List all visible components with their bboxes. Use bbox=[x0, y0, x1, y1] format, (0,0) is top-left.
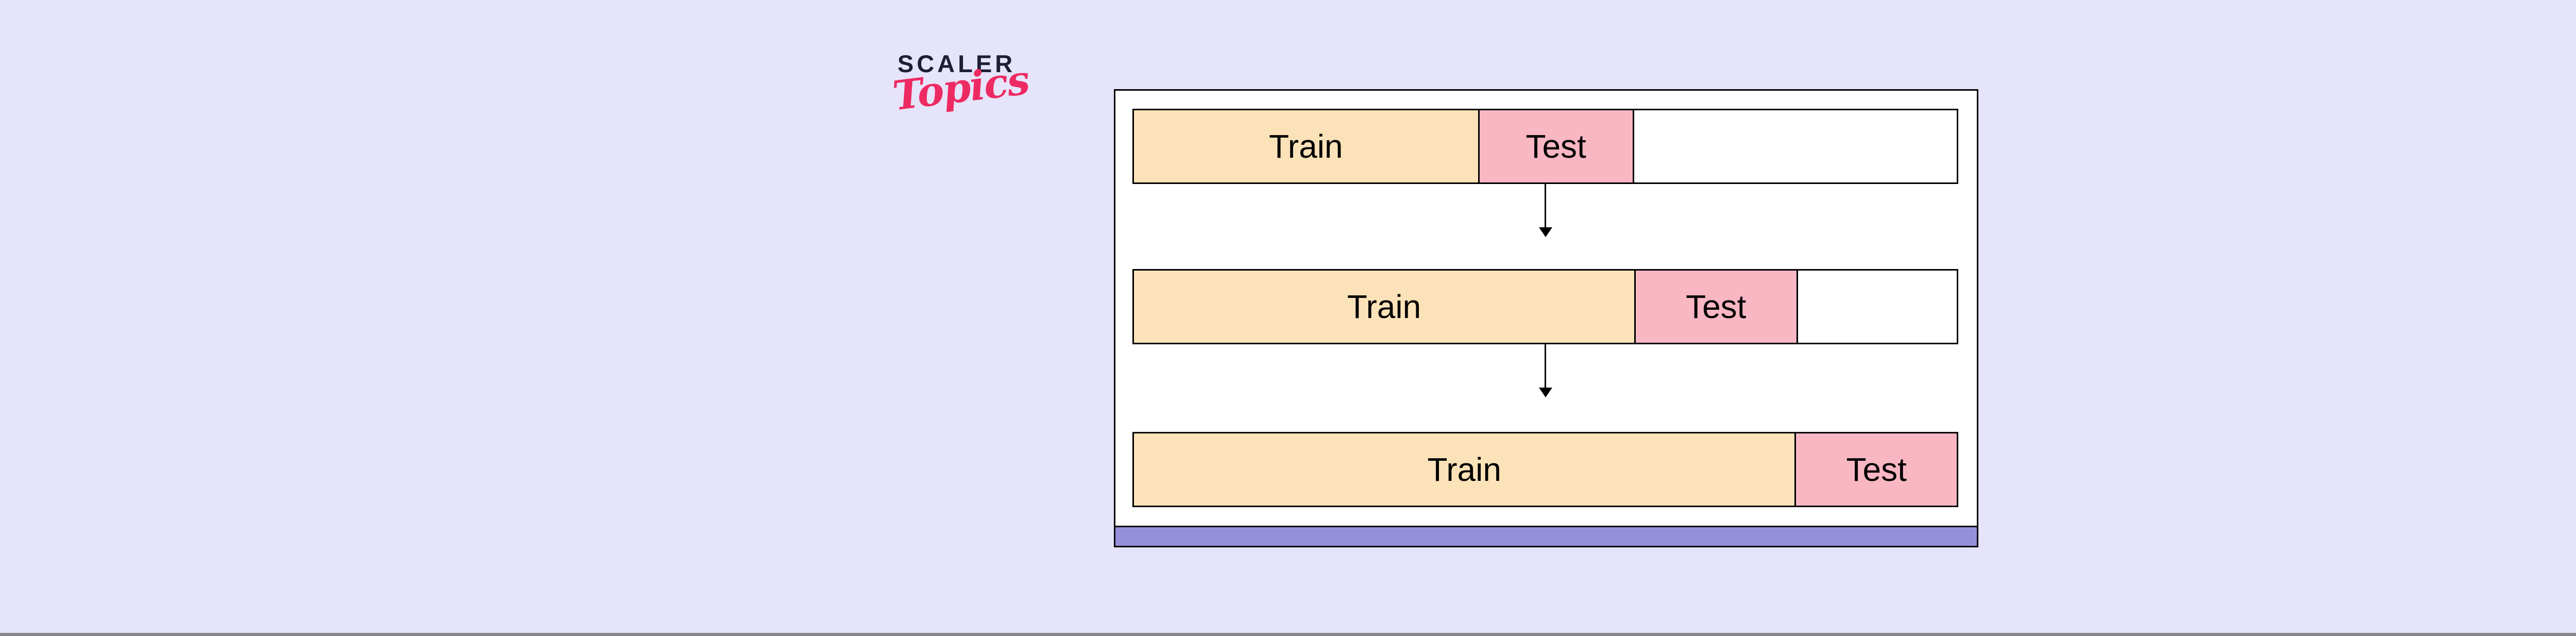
scaler-topics-logo: SCALER Topics bbox=[890, 46, 1055, 149]
down-arrow-icon bbox=[1538, 343, 1554, 397]
train-label: Train bbox=[1347, 288, 1421, 325]
diagram-panel: Train Test Train Test bbox=[1114, 89, 1978, 547]
arrow-shaft bbox=[1545, 184, 1546, 227]
train-segment: Train bbox=[1134, 433, 1795, 506]
panel-footer-bar bbox=[1114, 526, 1978, 547]
arrow-shaft bbox=[1545, 343, 1546, 388]
arrow-head bbox=[1539, 227, 1552, 237]
test-label: Test bbox=[1526, 128, 1586, 165]
split-row-3: Train Test bbox=[1132, 432, 1958, 507]
logo-wordmark-scaler: SCALER bbox=[897, 50, 1016, 77]
unused-segment bbox=[1796, 271, 1957, 343]
train-segment: Train bbox=[1134, 271, 1634, 343]
unused-segment bbox=[1632, 110, 1957, 182]
arrow-head bbox=[1539, 388, 1552, 397]
train-label: Train bbox=[1269, 128, 1343, 165]
test-label: Test bbox=[1846, 451, 1907, 488]
test-segment: Test bbox=[1794, 433, 1957, 506]
test-segment: Test bbox=[1634, 271, 1797, 343]
test-segment: Test bbox=[1478, 110, 1633, 182]
split-row-1: Train Test bbox=[1132, 109, 1958, 184]
train-label: Train bbox=[1427, 451, 1501, 488]
split-row-2: Train Test bbox=[1132, 269, 1958, 344]
bottom-edge-strip bbox=[0, 633, 2576, 636]
train-segment: Train bbox=[1134, 110, 1478, 182]
test-label: Test bbox=[1686, 288, 1747, 325]
down-arrow-icon bbox=[1538, 184, 1554, 237]
